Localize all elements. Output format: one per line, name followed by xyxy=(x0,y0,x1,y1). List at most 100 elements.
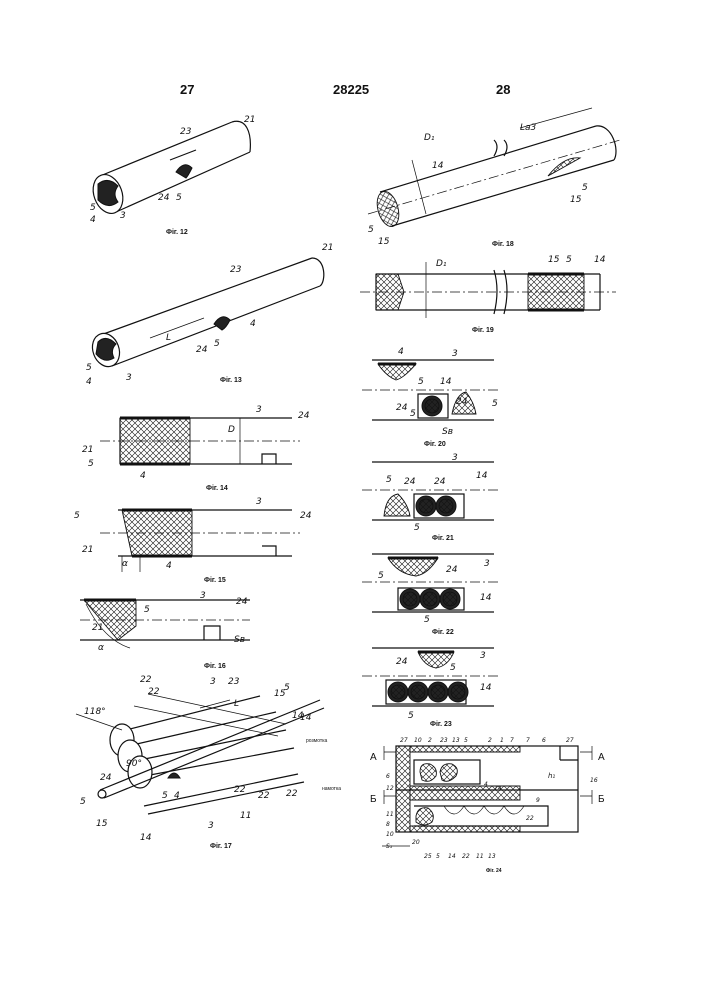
label-n14: 14 xyxy=(480,593,492,603)
label-n24: 24 xyxy=(158,193,170,203)
label-n22: 22 xyxy=(286,789,298,799)
label-n24: 24 xyxy=(298,411,310,421)
label-n16: 16 xyxy=(590,777,598,784)
label-n4: 4 xyxy=(174,791,180,801)
label-n11: 11 xyxy=(240,811,251,821)
figure-15: 5 3 24 21 α 4 Фіг. 15 xyxy=(74,497,312,584)
label-n5: 5 xyxy=(450,663,456,673)
label-n5: 5 xyxy=(176,193,182,203)
label-n22: 22 xyxy=(234,785,246,795)
label-n22: 22 xyxy=(148,687,160,697)
label-n5: 5 xyxy=(492,399,498,409)
label-n5: 5 xyxy=(408,711,414,721)
label-n7: 7 xyxy=(510,737,514,744)
label-n5: 5 xyxy=(368,225,374,235)
label-B: Б xyxy=(598,794,605,805)
label-n7: 7 xyxy=(526,737,530,744)
label-n5: 5 xyxy=(162,791,168,801)
label-L: L xyxy=(166,333,171,343)
label-alpha: α xyxy=(98,643,104,653)
label-n14: 14 xyxy=(292,711,304,721)
label-n11: 11 xyxy=(386,811,394,818)
label-n3: 3 xyxy=(208,821,214,831)
label-n21: 21 xyxy=(322,243,333,253)
label-B: Б xyxy=(370,794,377,805)
label-n10: 10 xyxy=(414,737,422,744)
label-n15: 15 xyxy=(378,237,390,247)
label-n27: 27 xyxy=(566,737,574,744)
figure-13: 21 23 L 4 5 4 3 24 5 Фіг. 13 xyxy=(86,243,333,387)
label-n4: 4 xyxy=(398,347,404,357)
label-n5: 5 xyxy=(386,475,392,485)
label-f21: Фіг. 21 xyxy=(432,534,454,542)
label-n24: 24 xyxy=(434,477,446,487)
label-n23: 23 xyxy=(440,737,448,744)
page-number-right: 28 xyxy=(496,82,511,97)
label-n14: 14 xyxy=(140,833,152,843)
label-txt17a: розмотка xyxy=(306,738,327,744)
label-n5: 5 xyxy=(378,571,384,581)
label-n12: 12 xyxy=(386,785,394,792)
label-n25: 25 xyxy=(424,853,432,860)
label-n24: 24 xyxy=(100,773,112,783)
label-f14: Фіг. 14 xyxy=(206,484,228,492)
figure-17: 118° 22 22 3 23 L 15 5 14 14 90° 24 5 15… xyxy=(75,675,341,850)
label-f16: Фіг. 16 xyxy=(204,662,226,670)
page-number-left: 27 xyxy=(180,82,195,97)
label-n14: 14 xyxy=(480,683,492,693)
label-n4: 4 xyxy=(250,319,256,329)
label-f13: Фіг. 13 xyxy=(220,376,242,384)
label-f20: Фіг. 20 xyxy=(424,440,446,448)
label-f19: Фіг. 19 xyxy=(472,326,494,334)
label-f23: Фіг. 23 xyxy=(430,720,452,728)
label-LA3: Lа3 xyxy=(520,123,537,133)
label-n21: 21 xyxy=(244,115,255,125)
label-n1: 1 xyxy=(500,737,504,744)
label-n22: 22 xyxy=(258,791,270,801)
label-n4: 4 xyxy=(140,471,146,481)
label-n10: 10 xyxy=(386,831,394,838)
label-n24: 24 xyxy=(196,345,208,355)
label-D: D xyxy=(228,425,235,435)
label-n3: 3 xyxy=(126,373,132,383)
label-n5: 5 xyxy=(214,339,220,349)
label-A: А xyxy=(598,752,605,763)
label-n2: 2 xyxy=(488,737,492,744)
figure-21: 3 5 24 24 14 5 Фіг. 21 xyxy=(362,453,500,542)
label-n20: 20 xyxy=(412,839,420,846)
label-n5: 5 xyxy=(90,203,96,213)
figure-22: 5 24 3 14 5 Фіг. 22 xyxy=(362,553,500,636)
label-n5: 5 xyxy=(464,737,468,744)
label-n24: 24 xyxy=(396,403,408,413)
label-n14: 14 xyxy=(476,471,488,481)
label-L: L xyxy=(234,699,239,709)
label-txt17b: намотка xyxy=(322,786,341,792)
label-deg90: 90° xyxy=(126,759,142,769)
label-n14: 14 xyxy=(432,161,444,171)
label-deg118: 118° xyxy=(84,707,106,717)
label-n24: 24 xyxy=(236,597,248,607)
label-n14: 14 xyxy=(594,255,606,265)
label-n5: 5 xyxy=(80,797,86,807)
label-f17: Фіг. 17 xyxy=(210,842,232,850)
label-n15: 15 xyxy=(274,689,286,699)
figure-14: D 3 24 21 5 4 Фіг. 14 xyxy=(82,405,310,492)
label-n5: 5 xyxy=(88,459,94,469)
label-n3: 3 xyxy=(484,559,490,569)
label-n3: 3 xyxy=(120,211,126,221)
label-Sv: Sв xyxy=(234,635,245,645)
patent-number: 28225 xyxy=(333,82,370,97)
label-f24: Фіг. 24 xyxy=(486,868,502,874)
label-n3: 3 xyxy=(256,497,262,507)
label-n22: 22 xyxy=(462,853,470,860)
label-n22: 22 xyxy=(526,815,534,822)
label-n21: 21 xyxy=(82,445,93,455)
label-n24: 24 xyxy=(404,477,416,487)
label-n8: 8 xyxy=(386,821,390,828)
label-A: А xyxy=(370,752,377,763)
label-n22: 22 xyxy=(140,675,152,685)
label-D1: D₁ xyxy=(436,259,447,269)
label-f12: Фіг. 12 xyxy=(166,228,188,236)
label-n5: 5 xyxy=(410,409,416,419)
label-n23: 23 xyxy=(230,265,242,275)
